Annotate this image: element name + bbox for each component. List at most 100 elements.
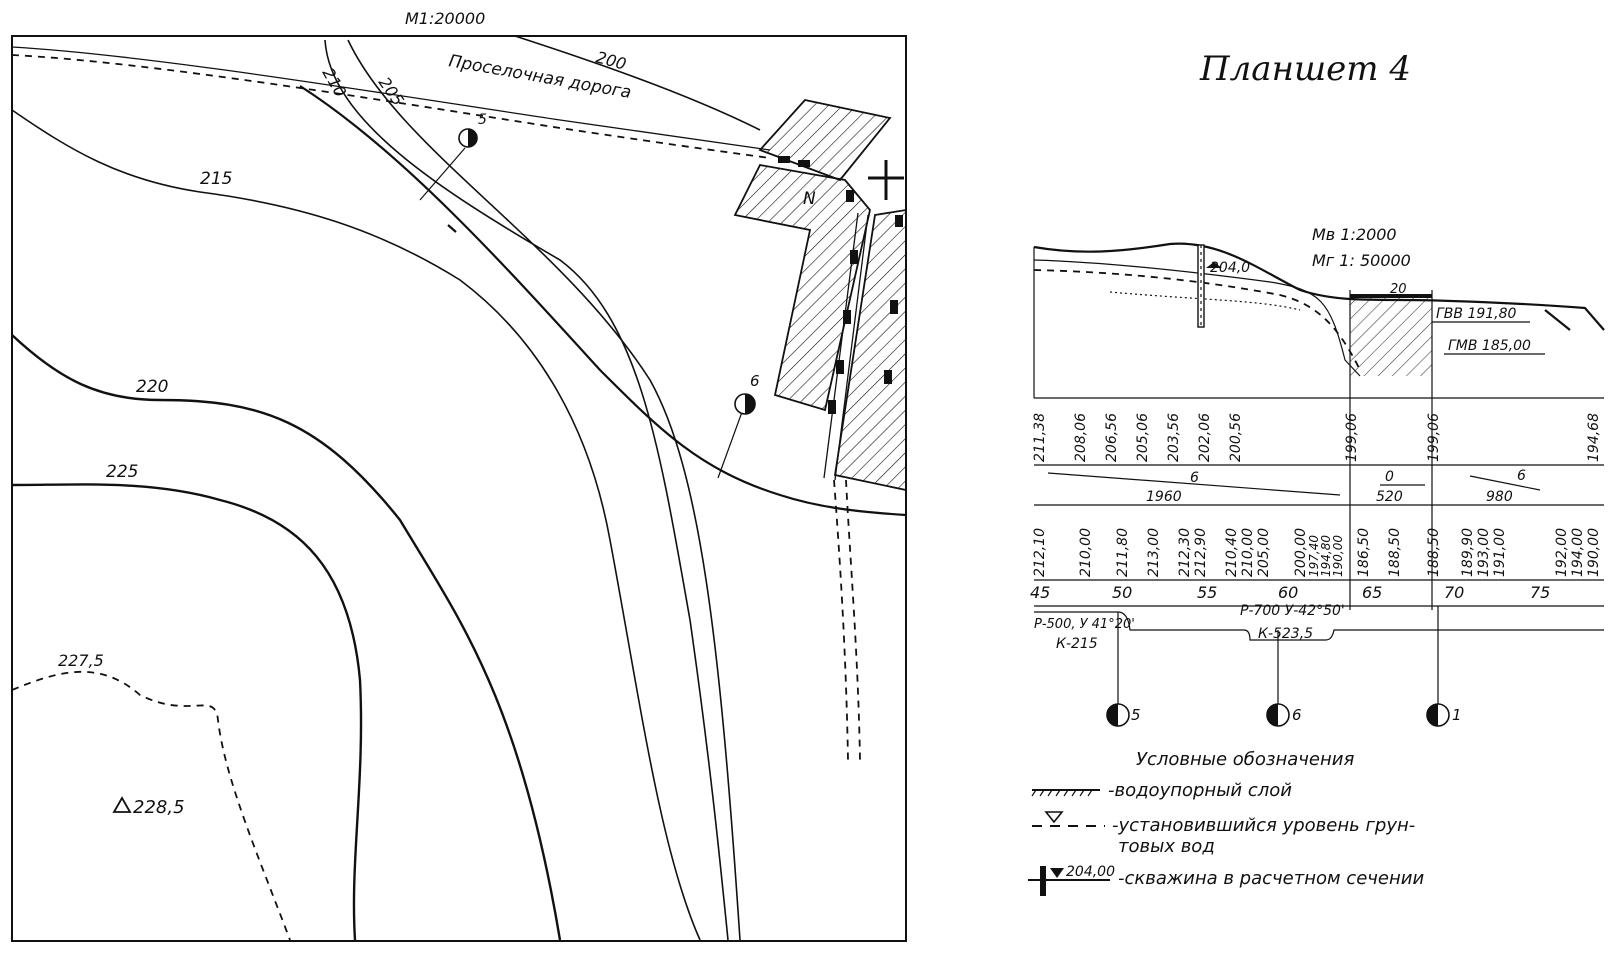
picket: 70: [1444, 583, 1464, 602]
design-elev: 202,06: [1197, 413, 1213, 462]
benchmark-label: 228,5: [133, 797, 185, 818]
ground-elev: 200,00: [1293, 528, 1309, 577]
aquiclude-line: [1109, 291, 1301, 311]
legend-label-borehole: -скважина в расчетном сечении: [1118, 868, 1424, 889]
borehole-5-profile-label: 5: [1131, 706, 1141, 724]
contour-label-220: 220: [136, 377, 168, 397]
ground-elev: 213,00: [1146, 528, 1162, 577]
ground-elevations-row: 212,10 210,00 211,80 213,00 212,30 212,9…: [1032, 528, 1602, 577]
contour-225: [11, 483, 363, 941]
slope-length: 520: [1376, 489, 1403, 505]
design-elev: 194,68: [1586, 413, 1602, 462]
high-water-level: ГВВ 191,80: [1436, 306, 1517, 322]
picket: 60: [1278, 583, 1298, 602]
borehole-level-triangle-icon: [1050, 868, 1064, 878]
contour-label-225: 225: [106, 462, 138, 482]
slope-value: 6: [1517, 468, 1526, 484]
curve-1-line2: К-215: [1056, 636, 1098, 652]
sheet-title: Планшет 4: [1199, 49, 1411, 89]
curve-2-line2: К-523,5: [1258, 626, 1313, 642]
topographic-map: M1:20000 Проселочная дорога 200 205 210 …: [11, 9, 907, 942]
legend-label-groundwater: -установившийся уровень грун-: [1112, 815, 1415, 836]
legend-item-aquiclude: -водоупорный слой: [1031, 780, 1292, 801]
ground-elev: 190,00: [1331, 535, 1345, 577]
settlement-block-2: [733, 163, 871, 412]
ground-elev: 192,00: [1554, 528, 1570, 577]
borehole-6-profile-icon: [1266, 703, 1290, 727]
borehole-5-leader: [419, 147, 466, 201]
route-line: [299, 85, 907, 517]
picket: 65: [1362, 583, 1382, 602]
legend-borehole-mark: 204,00: [1066, 864, 1115, 880]
slope-length: 980: [1486, 489, 1513, 505]
route-plan-line: [1034, 611, 1604, 641]
design-elev: 206,56: [1104, 413, 1120, 462]
picket: 50: [1112, 583, 1132, 602]
borehole-1-profile-icon: [1426, 703, 1450, 727]
ground-elev: 210,00: [1240, 528, 1256, 577]
contour-200: [514, 35, 761, 131]
buildings-icon: [778, 156, 903, 414]
ground-profile-line: [1033, 242, 1605, 331]
well-level-label: 204,0: [1210, 260, 1250, 276]
borehole-6-leader: [717, 411, 743, 479]
legend-item-borehole: 204,00 -скважина в расчетном сечении: [1028, 864, 1424, 896]
design-elevations-row: 211,38 208,06 206,56 205,06 203,56 202,0…: [1032, 413, 1602, 462]
pickets-row: 45 50 55 60 65 70 75: [1030, 583, 1550, 602]
ground-elev: 210,00: [1078, 528, 1094, 577]
borehole-6-profile-label: 6: [1292, 706, 1302, 724]
water-level-triangle-icon: [1044, 811, 1064, 824]
ground-elev: 188,50: [1387, 528, 1403, 577]
contour-label-227-5: 227,5: [58, 651, 104, 670]
route-tick: [447, 224, 457, 233]
borehole-6-label: 6: [750, 372, 760, 390]
slope-value: 0: [1385, 469, 1394, 485]
ground-elev: 197,40: [1307, 535, 1321, 577]
design-elev: 199,06: [1344, 413, 1360, 462]
church-cross-icon: [868, 160, 904, 200]
river-bed: [1544, 309, 1571, 331]
ground-elev: 189,90: [1460, 528, 1476, 577]
design-elev: 205,06: [1135, 413, 1151, 462]
profile-borehole-icon: [1197, 244, 1222, 328]
design-elev: 199,06: [1426, 413, 1442, 462]
contour-215: [11, 109, 701, 941]
ground-elev: 205,00: [1256, 528, 1272, 577]
road-mark-label: 20: [1390, 282, 1407, 297]
road-line-2: [11, 46, 771, 151]
longitudinal-profile: Мв 1:2000 Мг 1: 50000 204,0 20 ГВВ 191,8…: [1030, 225, 1605, 727]
ground-elev: 190,00: [1586, 528, 1602, 577]
road-to-village: [833, 479, 861, 761]
low-water-level: ГМВ 185,00: [1448, 338, 1531, 354]
legend-title: Условные обозначения: [1136, 749, 1354, 770]
slopes-row: 6 1960 0 520 6 980: [1047, 468, 1541, 505]
slope-length: 1960: [1146, 489, 1182, 505]
legend: Условные обозначения -водоупорный слой -…: [1028, 749, 1424, 896]
groundwater-dashed-line: [1033, 269, 1361, 371]
borehole-5-icon-fill: [468, 129, 477, 147]
ground-elev: 211,80: [1115, 528, 1131, 577]
horizontal-scale: Мг 1: 50000: [1312, 251, 1411, 270]
design-elev: 203,56: [1166, 413, 1182, 462]
north-label: N: [803, 189, 816, 209]
ground-elev: 210,40: [1224, 528, 1240, 577]
contour-205: [347, 39, 741, 941]
design-grade-line: [1033, 259, 1361, 377]
contour-label-200: 200: [594, 48, 628, 74]
picket: 55: [1197, 583, 1217, 602]
curve-2-line1: Р-700 У-42°50': [1240, 603, 1345, 619]
ground-elev: 194,00: [1570, 528, 1586, 577]
ground-elev: 212,90: [1193, 528, 1209, 577]
picket: 75: [1530, 583, 1550, 602]
ground-elev: 194,80: [1319, 535, 1333, 577]
curve-1-line1: Р-500, У 41°20': [1034, 617, 1135, 632]
design-elev: 211,38: [1032, 413, 1048, 462]
contour-label-215: 215: [200, 169, 232, 189]
ground-elev: 212,30: [1177, 528, 1193, 577]
road-line: [11, 54, 771, 159]
aquiclude-hatch-icon: [1031, 789, 1093, 797]
benchmark-triangle-icon: [112, 796, 132, 813]
contour-220: [11, 334, 562, 941]
slope-value: 6: [1190, 470, 1199, 486]
